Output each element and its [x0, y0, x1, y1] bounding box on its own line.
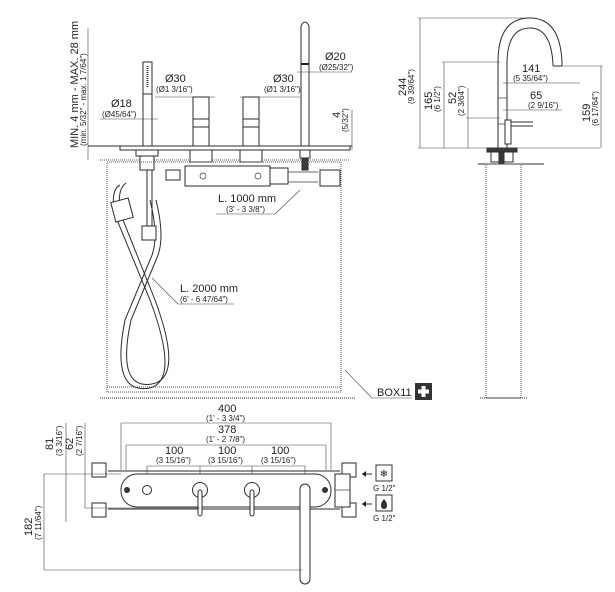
depth-62-sub: (2 7/16"): [75, 425, 84, 456]
total-height: 244: [397, 78, 409, 96]
hot-water-icon: [381, 499, 387, 509]
spout-diameter-sub: (Ø25/32"): [319, 63, 354, 72]
cold-inlet-thread: G 1/2": [373, 484, 396, 493]
lever-reach: 65: [530, 90, 542, 102]
plate-height-sub: (5/32"): [341, 108, 350, 132]
lever-reach-sub: (2 9/16"): [528, 101, 559, 110]
hot-inlet-thread: G 1/2": [373, 514, 396, 523]
plate-width: 378: [218, 424, 236, 436]
deck-thickness-sub: (min. 5/32" - max. 1 7/64"): [79, 53, 88, 146]
hose-short-length: L. 1000 mm: [218, 193, 276, 205]
side-view: 244 (9 39/64") 165 (6 1/2") 52 (2 3/64")…: [397, 17, 603, 399]
handshower-diameter: Ø18: [111, 98, 132, 110]
spacing-3: 100: [271, 445, 289, 457]
diverter-knob: [142, 485, 152, 495]
valve-right-diameter: Ø30: [273, 73, 294, 85]
valve-left-diameter: Ø30: [165, 73, 186, 85]
cold-inlet: ❄ G 1/2": [362, 464, 396, 493]
lever-height: 52: [447, 92, 459, 104]
depth-182-sub: (7 11/64"): [34, 505, 43, 540]
spacing-1-sub: (3 15/16"): [156, 456, 191, 465]
cold-water-icon: ❄: [380, 469, 388, 480]
body-height: 165: [423, 92, 435, 110]
depth-182: 182: [23, 518, 35, 536]
spacing-3-sub: (3 15/16"): [261, 456, 296, 465]
top-view: 400 (1' - 3 3/4") 378 (1' - 2 7/8") 100 …: [23, 403, 396, 585]
spout-top: [299, 483, 311, 585]
mixer-body: [184, 165, 271, 187]
valve-right-diameter-sub: (Ø1 3/16"): [264, 85, 301, 94]
lever-height-sub: (2 3/64"): [457, 85, 466, 116]
spout-pillar: [300, 21, 310, 147]
deck-thickness-label: MIN. 4 mm - MAX. 28 mm: [69, 21, 81, 148]
spout-reach-sub: (5 35/64"): [513, 74, 548, 83]
depth-81: 81: [44, 438, 56, 450]
handshower-diameter-sub: (Ø45/64"): [102, 110, 137, 119]
spout-diameter: Ø20: [325, 51, 346, 63]
spacing-2: 100: [218, 445, 236, 457]
outlet-height-sub: (6 17/64"): [591, 91, 600, 126]
overall-width: 400: [218, 403, 236, 415]
overall-width-sub: (1' - 3 3/4"): [206, 414, 245, 423]
hose-long-length: L. 2000 mm: [180, 283, 238, 295]
front-view: MIN. 4 mm - MAX. 28 mm (min. 5/32" - max…: [69, 21, 432, 400]
spacing-2-sub: (3 15/16"): [208, 456, 243, 465]
total-height-sub: (9 39/64"): [407, 69, 416, 104]
hose-long-length-sub: (6' - 6 47/64"): [180, 295, 228, 304]
plus-icon[interactable]: [415, 383, 432, 400]
body-height-sub: (6 1/2"): [433, 86, 442, 112]
valve-left-diameter-sub: (Ø1 3/16"): [156, 85, 193, 94]
box-label: BOX11: [377, 387, 412, 399]
depth-81-sub: (3 3/16"): [55, 425, 64, 456]
cover-plate: [120, 473, 332, 508]
outlet-height: 159: [581, 104, 593, 122]
spacing-1: 100: [165, 445, 183, 457]
plate-width-sub: (1' - 2 7/8"): [206, 435, 245, 444]
hose-short-length-sub: (3' - 3 3/8"): [226, 205, 265, 214]
depth-62: 62: [64, 438, 76, 450]
plate-height: 4: [331, 112, 343, 118]
spout-reach: 141: [522, 63, 540, 75]
hot-inlet: G 1/2": [362, 494, 396, 523]
